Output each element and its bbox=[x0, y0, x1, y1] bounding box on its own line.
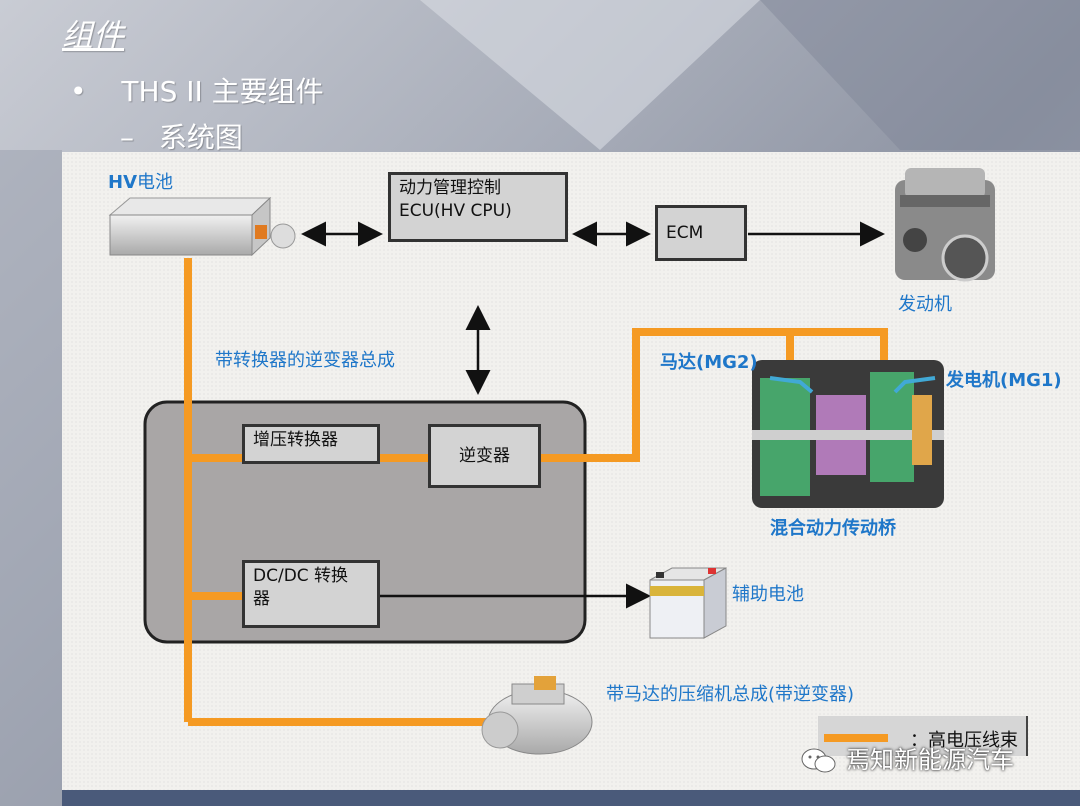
aux-battery-image bbox=[649, 567, 727, 639]
inverter-assembly-label: 带转换器的逆变器总成 bbox=[215, 350, 395, 371]
power-management-ecu-box: 动力管理控制 ECU(HV CPU) bbox=[388, 172, 568, 242]
engine-label: 发动机 bbox=[898, 294, 952, 315]
bullet-text: THS II 主要组件 bbox=[121, 75, 324, 108]
dcdc-converter-box: DC/DC 转换 器 bbox=[242, 560, 380, 628]
transaxle-image bbox=[752, 360, 944, 508]
dcdc-label-line2: 器 bbox=[253, 588, 270, 609]
hv-prefix: HV bbox=[108, 172, 137, 193]
high-voltage-harness bbox=[184, 258, 888, 726]
sub-bullet-text: 系统图 bbox=[158, 121, 243, 154]
hv-battery-label: HV电池 bbox=[108, 168, 173, 194]
transaxle-label: 混合动力传动桥 bbox=[770, 518, 896, 539]
mg2-label: 马达(MG2) bbox=[660, 352, 758, 373]
wechat-icon bbox=[801, 748, 836, 773]
sub-bullet-marker: – bbox=[120, 121, 134, 154]
aux-battery-label: 辅助电池 bbox=[732, 584, 804, 605]
boost-converter-box: 增压转换器 bbox=[242, 424, 380, 464]
signal-lines bbox=[301, 221, 885, 609]
power-ecu-label-line2: ECU(HV CPU) bbox=[399, 200, 512, 221]
inverter-box: 逆变器 bbox=[428, 424, 541, 488]
dcdc-label-line1: DC/DC 转换 bbox=[253, 566, 349, 586]
watermark: 焉知新能源汽车 bbox=[800, 740, 1014, 775]
ecm-box: ECM bbox=[655, 205, 747, 261]
inverter-label: 逆变器 bbox=[459, 446, 510, 466]
engine-image bbox=[895, 168, 995, 282]
compressor-label: 带马达的压缩机总成(带逆变器) bbox=[606, 684, 855, 705]
compressor-image bbox=[481, 676, 593, 755]
power-ecu-label-line1: 动力管理控制 bbox=[399, 178, 501, 198]
bullet-item: • THS II 主要组件 bbox=[70, 70, 324, 110]
boost-converter-label: 增压转换器 bbox=[253, 430, 338, 450]
watermark-text: 焉知新能源汽车 bbox=[846, 746, 1014, 774]
mg1-label: 发电机(MG1) bbox=[946, 370, 1062, 391]
legend-swatch bbox=[824, 734, 888, 742]
hv-battery-text: 电池 bbox=[137, 172, 173, 193]
bullet-marker: • bbox=[70, 75, 87, 108]
ecm-label: ECM bbox=[666, 223, 704, 243]
bottom-strip bbox=[62, 790, 1080, 806]
legend-text: ：高电压线束 bbox=[910, 730, 1018, 751]
legend: ：高电压线束 bbox=[818, 716, 1028, 756]
hv-battery-image bbox=[108, 196, 296, 257]
slide-title: 组件 bbox=[62, 18, 124, 54]
sub-bullet-item: – 系统图 bbox=[120, 116, 243, 156]
